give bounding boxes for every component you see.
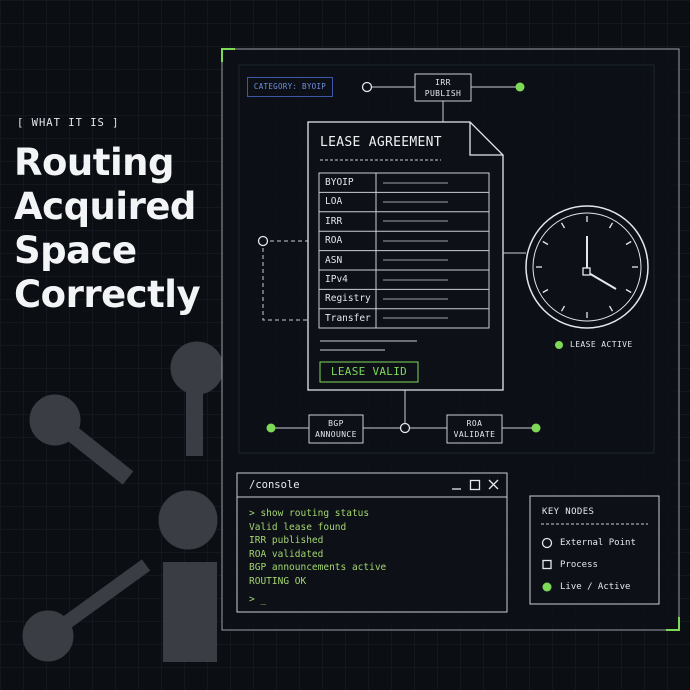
table-row-label: IRR [325, 216, 343, 227]
roa-validate-line-1: ROA [466, 419, 483, 428]
deco-stem-1 [186, 368, 203, 456]
roa-validate-label: ROA VALIDATE [447, 418, 502, 440]
irr-publish-line-1: IRR [435, 78, 451, 87]
process-icon [542, 559, 552, 570]
inner-region [238, 64, 655, 454]
lease-valid-stamp: LEASE VALID [330, 365, 408, 378]
table-row-lines [319, 191, 489, 310]
console-line: BGP announcements active [249, 562, 387, 573]
console-line: > show routing status [249, 508, 370, 519]
table-row-label: ASN [325, 255, 343, 266]
live-active-icon [542, 582, 552, 592]
irr-publish-box [414, 73, 472, 102]
legend-panel [529, 495, 660, 605]
roa-validate-line-2: VALIDATE [453, 430, 496, 439]
irr-publish-label: IRR PUBLISH [415, 77, 471, 99]
headline-line-4: Correctly [14, 273, 201, 316]
category-tag: CATEGORY: BYOIP [247, 77, 333, 97]
table-row-label: ROA [325, 235, 343, 246]
live-node-icon [515, 82, 525, 92]
lease-document-shape [307, 121, 504, 391]
console-line: IRR published [249, 535, 324, 546]
deco-node-3 [158, 490, 218, 550]
irr-publish-line-2: PUBLISH [424, 89, 462, 98]
table-row-label: IPv4 [325, 274, 348, 285]
external-point-icon [399, 422, 411, 434]
legend-item-live-active: Live / Active [560, 582, 631, 592]
external-point-icon [361, 81, 373, 93]
dashed-connector-bottom [262, 241, 308, 321]
table-row-label: Transfer [325, 313, 371, 324]
legend-item-external-point: External Point [560, 538, 636, 548]
lease-active-indicator-icon [555, 341, 563, 349]
console-line: Valid lease found [249, 521, 347, 533]
external-point-icon [257, 235, 269, 247]
console-line: ROUTING OK [249, 575, 307, 587]
headline-line-3: Space [14, 229, 137, 272]
console-prompt[interactable]: > _ [249, 594, 267, 605]
bgp-announce-line-1: BGP [328, 419, 344, 428]
legend-title: KEY NODES [542, 507, 595, 517]
bgp-announce-line-2: ANNOUNCE [315, 430, 357, 439]
document-fold [469, 122, 503, 156]
table-row-label: LOA [325, 196, 343, 207]
console-title: /console [249, 479, 300, 491]
bgp-announce-box [308, 414, 364, 444]
bgp-announce-label: BGP ANNOUNCE [309, 418, 363, 440]
roa-validate-box [446, 414, 503, 444]
console-line: ROA validated [249, 548, 324, 560]
table-value-placeholders [383, 182, 448, 319]
deco-link-4 [43, 559, 151, 642]
table-row-label: Registry [325, 293, 371, 304]
lease-active-label: LEASE ACTIVE [570, 340, 633, 349]
live-node-icon [266, 423, 276, 433]
corner-accent-bottom-right [666, 617, 680, 631]
live-node-icon [531, 423, 541, 433]
table-row-label: BYOIP [325, 177, 354, 188]
eyebrow-label: [ WHAT IT IS ] [17, 117, 120, 129]
external-point-icon [541, 537, 553, 549]
close-icon[interactable] [488, 479, 499, 490]
document-title: LEASE AGREEMENT [320, 135, 442, 150]
console-window [236, 472, 508, 613]
corner-accent-top-left [221, 48, 235, 62]
lease-valid-stamp-box [319, 361, 419, 383]
deco-link-2 [49, 413, 134, 485]
deco-block-3 [163, 562, 217, 662]
headline-line-1: Routing [14, 141, 174, 184]
maximize-icon[interactable] [469, 479, 481, 491]
headline-line-2: Acquired [14, 185, 196, 228]
legend-item-process: Process [560, 560, 598, 570]
headline: Routing Acquired Space Correctly [14, 141, 214, 317]
clock-icon [525, 205, 649, 329]
